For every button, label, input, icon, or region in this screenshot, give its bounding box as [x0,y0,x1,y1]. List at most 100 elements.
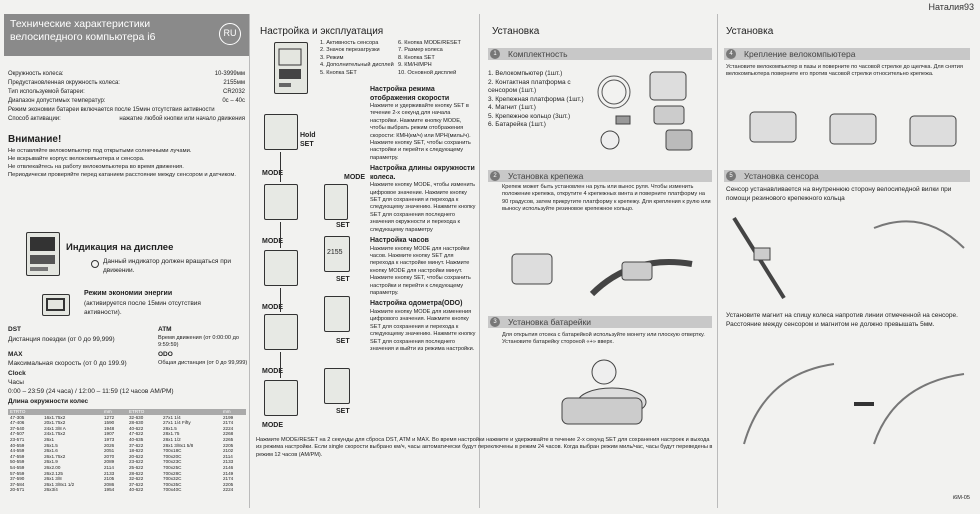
hold-label: Hold [300,132,316,139]
flow-mode-3: MODE [262,304,283,311]
display-title: Индикация на дисплее [66,242,174,253]
table-cell: 37-584 [10,481,25,487]
specs-title-bar: Технические характеристики велосипедного… [4,14,249,56]
model-number: i6M-05 [952,494,970,501]
box-battery-title: Установка батарейки [508,317,591,327]
table-cell: 20-571 [10,487,25,493]
table-cell: 700x40C [163,487,182,493]
table-cell: 2268 [222,431,234,437]
dst-desc: Дистанция поездки (от 0 до 99,999) [8,336,115,343]
attach-text: Установите велокомпьютер в пазы и поверн… [726,64,963,78]
table-cell: 1973 [104,436,115,442]
clock-desc: Часы [8,379,24,386]
legend-item: 10. Основной дисплей [398,69,457,76]
contents-item: 1. Велокомпьютер (1шт.) [488,70,563,77]
table-cell: 20x1.75x2 [44,420,66,426]
table-cell: 32-630 [128,414,144,420]
table-cell: 2102 [222,448,234,454]
table-cell: 47-507 [10,431,25,437]
lcd-digits-icon [30,237,55,271]
wheel-text: Нажмите кнопку MODE, чтобы изменить цифр… [370,182,476,233]
table-header: ETRTO [8,409,43,415]
device-lcd-icon [278,48,302,87]
sensor-illustration [724,208,972,308]
max-desc: Максимальная скорость (от 0 до 199.9) [8,360,127,367]
warning-item: Не оставляйте велокомпьютер под открытым… [8,148,192,154]
flow-mode-2: MODE [262,238,283,245]
panel-specifications: Технические характеристики велосипедного… [4,14,250,508]
spoke-magnet-icon [743,363,965,445]
legend-item: 7. Размер колеса [398,47,443,54]
table-cell: 47-305 [10,414,25,420]
panel-setup: Настройка и эксплуатация 1. Активность с… [252,14,480,508]
magnet-text: Установите магнит на спицу колеса напрот… [726,312,958,328]
table-cell: 1948 [104,425,115,431]
table-cell: 26x1.9 [44,459,58,465]
table-cell: 2133 [222,459,234,465]
table-cell: 2224 [222,487,234,493]
spec-value: 0с – 40с [222,98,245,104]
table-cell: 2105 [104,476,115,482]
setup-instructions: Настройка режима отображения скорости На… [370,86,478,353]
flow-screen-5 [264,380,298,416]
warning-list: Не оставляйте велокомпьютер под открытым… [4,147,249,179]
table-cell: 40-622 [128,487,144,493]
table-cell: 32-622 [128,476,144,482]
flow-set-3: SET [336,338,350,345]
setup-footer: Нажмите MODE/RESET на 2 секунды для сбро… [256,437,713,458]
spec-value: нажатие любой кнопки или начало движения [119,116,245,122]
mount-text: Крепеж может быть установлен на руль или… [502,184,711,213]
table-cell: 37-622 [128,442,144,448]
spec-key: Тип используемой батареи: [8,89,85,95]
display-illustration [26,232,60,276]
contents-item: 3. Крепежная платформа (1шт.) [488,95,584,103]
fork-sensor-icon [732,216,965,300]
spec-row: Режим экономии батареи включается после … [4,106,249,115]
flow-set-2: SET [336,276,350,283]
table-cell: 26x1 [44,436,55,442]
table-cell: 2149 [222,470,234,476]
table-cell: 24x1 3/8 A [44,425,66,431]
table-cell: 2265 [222,436,234,442]
table-cell: 28x1.75 [163,431,180,437]
legend-item: 6. Кнопка MODE/RESET [398,40,461,46]
table-header: mm [220,409,246,415]
atm-label: ATM [158,326,172,333]
table-cell: 2086 [104,481,115,487]
table-cell: 700x23C [163,459,182,465]
table-cell: 2146 [222,464,234,470]
contents-item: 6. Батарейка (1шт.) [488,121,546,128]
wheel-title: Настройка длины окружности колеса. [370,165,475,181]
table-cell: 2133 [104,470,115,476]
table-cell: 26x1 3/8x1 1/2 [44,481,75,487]
flow-mode-1: MODE [262,170,283,177]
legend-item: 8. Кнопка SET [398,54,435,61]
table-cell: 1907 [104,431,115,437]
table-cell: 47-406 [10,420,25,426]
table-cell: 2199 [222,414,234,420]
spec-row: Предустановленная окружность колеса:2155… [4,79,249,88]
table-cell: 2070 [104,453,115,459]
table-cell: 44-559 [10,448,25,454]
table-cell: 28-630 [128,420,144,426]
setup-title: Настройка и эксплуатация [260,26,384,37]
flow-mode-right-1: MODE [344,174,365,181]
spec-value: 10-3999мм [214,71,245,77]
table-cell: 40-559 [10,442,25,448]
speed-text: Нажмите и удерживайте кнопку SET в течен… [370,103,471,161]
table-header [161,409,221,415]
table-cell: 2174 [222,476,234,482]
table-cell: 47-622 [128,431,144,437]
table-cell: 50-559 [10,459,25,465]
table-cell: 28-622 [128,470,144,476]
spec-row: Окружность колеса:10-3999мм [4,70,249,79]
